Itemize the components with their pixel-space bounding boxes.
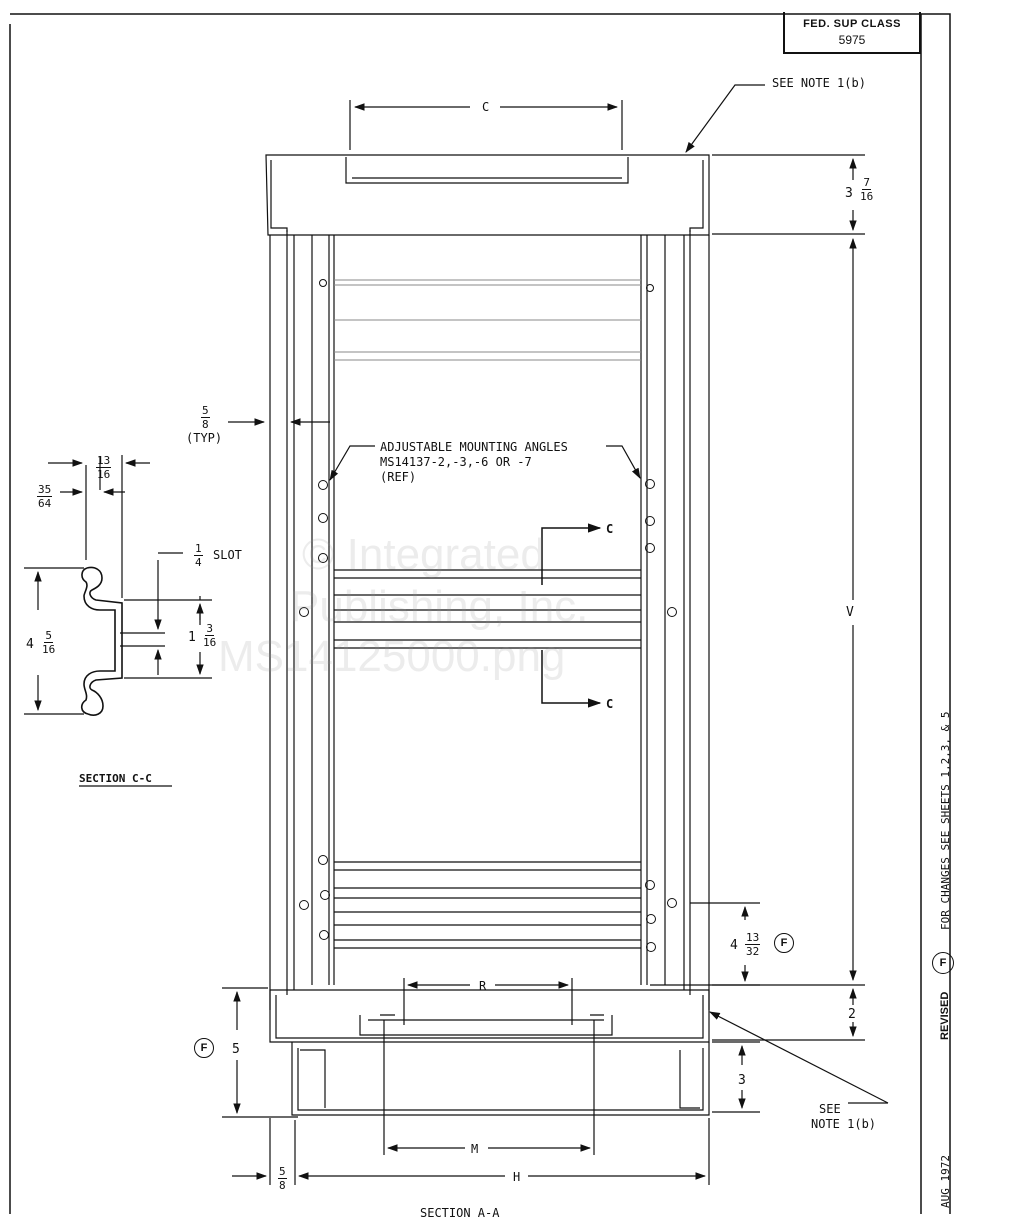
dim-top-numerator: 7 (862, 176, 871, 190)
dim-13-16-fraction: 13 16 (96, 454, 112, 481)
dim-35-64-numerator: 35 (37, 483, 53, 497)
section-height-whole: 4 (26, 637, 34, 652)
dimension-five: 5 (232, 1042, 240, 1057)
crossbars-low (334, 861, 641, 949)
adjustable-angles-line-1: ADJUSTABLE MOUNTING ANGLES (380, 440, 568, 454)
right-rail (640, 235, 710, 1010)
dim-top-whole: 3 (845, 186, 853, 201)
typical-label: (TYP) (186, 431, 223, 445)
section-height-numerator: 5 (44, 629, 53, 643)
sheet-border (9, 13, 951, 1214)
slot-numerator: 1 (194, 542, 203, 556)
dim-35-64-fraction: 35 64 (37, 483, 53, 510)
dim-bottom-numerator: 5 (278, 1165, 287, 1179)
leader-bottom-note-1 (709, 1011, 889, 1104)
dimension-v: V (846, 605, 854, 620)
revision-date: AUG 1972 (939, 1155, 952, 1208)
top-cap (265, 154, 710, 236)
federal-supply-class-box: FED. SUP CLASS 5975 (783, 12, 921, 54)
section-title: SECTION C-C (79, 772, 152, 785)
note-reference-bottom-1: SEE (819, 1102, 841, 1116)
dim-right-whole: 4 (730, 938, 738, 953)
revision-marker-right: F (774, 933, 794, 953)
class-heading: FED. SUP CLASS (803, 17, 901, 30)
dimension-r: R (479, 979, 487, 993)
dimension-c: C (482, 100, 490, 114)
section-height-denominator: 16 (42, 643, 56, 656)
dim-right-fraction: 13 32 (745, 931, 761, 958)
dim-typ-numerator: 5 (201, 404, 210, 418)
left-rail (269, 235, 335, 1010)
revision-marker-left: F (194, 1038, 214, 1058)
dim-bottom-fraction: 5 8 (278, 1166, 287, 1191)
dimension-h: H (513, 1170, 521, 1184)
dimension-two: 2 (848, 1007, 856, 1022)
section-cut-top (541, 523, 602, 585)
dim-right-numerator: 13 (745, 931, 761, 945)
note-reference-bottom-2: NOTE 1(b) (811, 1117, 877, 1131)
dim-typ-denominator: 8 (202, 418, 209, 431)
dimension-m: M (471, 1142, 479, 1156)
leader-adjustable-right (606, 445, 641, 479)
dim-top-fraction: 7 16 (860, 177, 873, 202)
dim-typ-fraction: 5 8 (201, 405, 210, 430)
class-number: 5975 (838, 32, 866, 47)
adjustable-angles-line-2: MS14137-2,-3,-6 OR -7 (380, 455, 532, 469)
section-width-fraction: 3 16 (203, 623, 216, 648)
section-width-whole: 1 (188, 630, 196, 645)
revision-letter-side: F (932, 952, 954, 974)
section-cut-bottom (541, 650, 602, 708)
leader-top-note (685, 84, 765, 153)
dimension-three: 3 (738, 1073, 746, 1088)
dim-right-denominator: 32 (746, 945, 760, 958)
watermark-line-1: © Integrated (302, 530, 545, 579)
dim-13-16-denominator: 16 (97, 468, 111, 481)
section-width-denominator: 16 (203, 636, 217, 649)
section-a-a-partial: SECTION A-A (420, 1206, 500, 1220)
slot-label: SLOT (213, 548, 242, 562)
changes-note: FOR CHANGES SEE SHEETS 1,2,3, & 5 (939, 711, 952, 930)
slot-denominator: 4 (195, 556, 202, 569)
lower-drawer (291, 1042, 710, 1116)
dim-top-denominator: 16 (860, 190, 874, 203)
section-marker-top: C (606, 522, 614, 536)
note-reference-top: SEE NOTE 1(b) (772, 76, 866, 90)
dim-13-16-numerator: 13 (96, 454, 112, 468)
dim-35-64-denominator: 64 (38, 497, 52, 510)
revised-label: REVISED (939, 991, 951, 1040)
bottom-base (269, 989, 710, 1043)
section-width-numerator: 3 (205, 622, 214, 636)
watermark-line-2: Publishing, Inc. (290, 582, 589, 631)
crossbars-mid (334, 569, 641, 649)
slot-fraction: 1 4 (194, 543, 203, 568)
section-marker-bottom: C (606, 697, 614, 711)
watermark-line-3: MS14125000.png (218, 632, 566, 681)
adjustable-angles-line-3: (REF) (380, 470, 417, 484)
section-profile (80, 566, 123, 716)
section-height-fraction: 5 16 (42, 630, 55, 655)
leader-adjustable-left (329, 445, 375, 481)
dim-bottom-denominator: 8 (279, 1179, 286, 1192)
